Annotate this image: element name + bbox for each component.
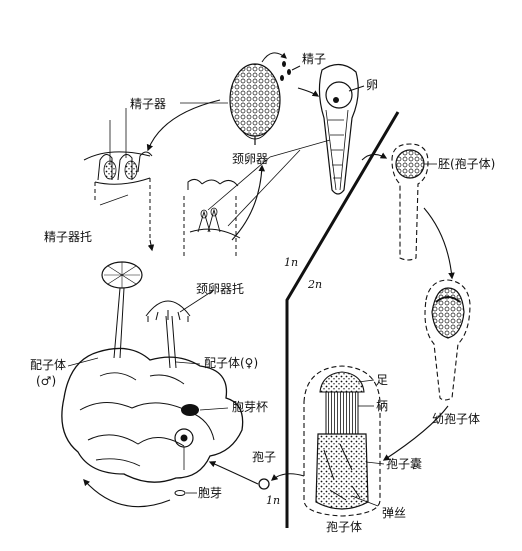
label-archegonium: 颈卵器: [232, 152, 269, 166]
label-gemma-cup: 胞芽杯: [232, 400, 269, 414]
label-ploidy-haploid: 1n: [284, 256, 299, 269]
male-gametophyte-receptacle: [101, 261, 143, 359]
ploidy-divider-line: [285, 111, 400, 528]
female-gametophyte-receptacle: [145, 289, 215, 369]
label-gametophyte-female: 配子体(♀): [204, 356, 259, 370]
label-elater: 弹丝: [382, 506, 407, 520]
label-archegoniophore: 颈卵器托: [196, 282, 245, 296]
thallus-drawing: [61, 347, 244, 496]
archegoniophore-section: [183, 149, 301, 258]
spore-drawing: [258, 478, 270, 490]
embryo-drawing: [391, 143, 437, 261]
label-young-sporophyte: 幼孢子体: [432, 412, 481, 426]
label-egg: 卵: [366, 78, 379, 92]
label-sperm: 精子: [302, 52, 327, 66]
life-cycle-arrows: [83, 87, 455, 508]
label-gametophyte-male-line2: (♂): [36, 374, 57, 388]
young-sporophyte-drawing: [424, 279, 471, 401]
label-ploidy-diploid: 2n: [308, 278, 323, 291]
label-foot: 足: [376, 373, 389, 387]
label-antheridium: 精子器: [130, 97, 167, 111]
label-embryo: 胚(孢子体): [438, 157, 496, 171]
antheridiophore-section: [83, 108, 153, 240]
label-gametophyte-male-line1: 配子体: [30, 358, 67, 372]
label-seta: 柄: [376, 399, 389, 413]
label-ploidy-haploid-spore: 1n: [266, 494, 281, 507]
label-spore: 孢子: [252, 450, 277, 464]
mature-sporophyte-drawing: [303, 365, 385, 517]
label-antheridiophore: 精子器托: [44, 230, 93, 244]
label-capsule: 孢子囊: [386, 457, 423, 471]
antheridium-drawing: [229, 52, 287, 145]
sperm-cells: [280, 61, 301, 81]
label-gemma: 胞芽: [198, 486, 223, 500]
archegonium-drawing: [318, 63, 365, 195]
label-sporophyte: 孢子体: [326, 520, 363, 534]
label-leader-lines: [67, 102, 331, 367]
